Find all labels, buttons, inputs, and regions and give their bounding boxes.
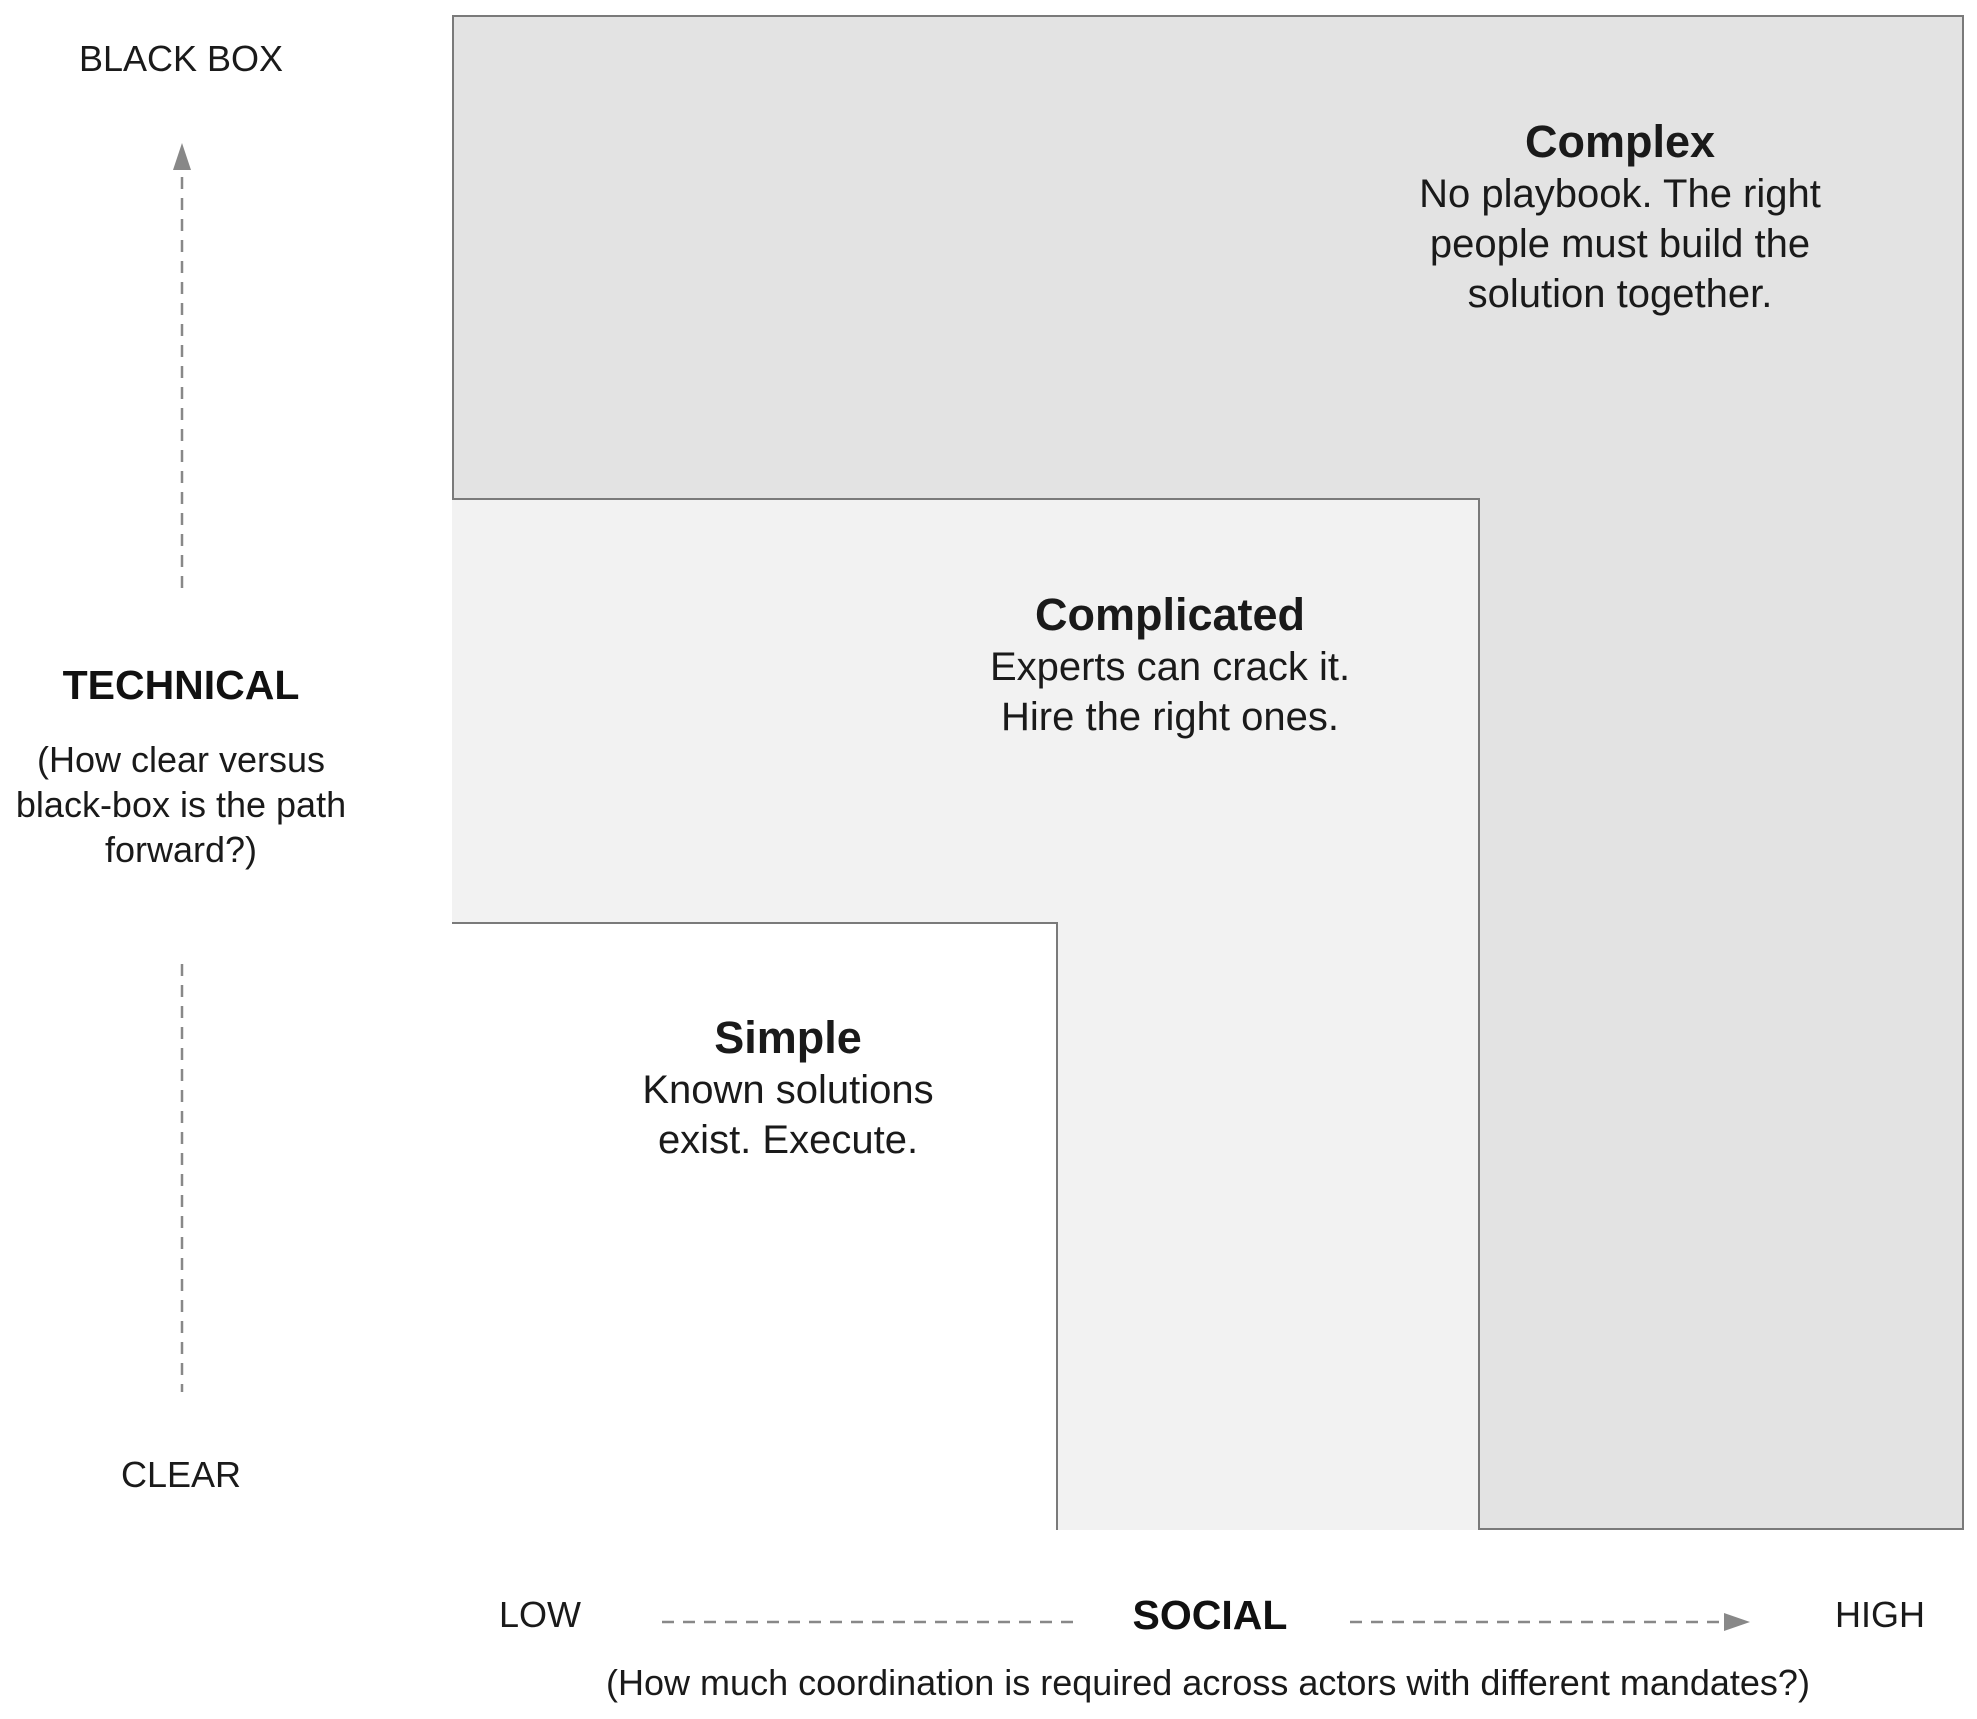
complex-title: Complex — [1524, 116, 1716, 167]
y-axis-arrow — [173, 143, 191, 1392]
x-axis-left-label: LOW — [498, 1594, 581, 1635]
simple-text: Simple Known solutions exist. Execute. — [608, 1011, 968, 1165]
y-axis-top-label: BLACK BOX — [78, 38, 284, 79]
y-axis-title: TECHNICAL — [62, 662, 300, 708]
complicated-title: Complicated — [1034, 589, 1306, 640]
x-axis-right-label: HIGH — [1835, 1594, 1925, 1635]
simple-region — [452, 922, 1058, 1530]
complicated-text: Complicated Experts can crack it. Hire t… — [960, 588, 1380, 742]
x-axis-question: (How much coordination is required acros… — [606, 1662, 1810, 1703]
complicated-description: Experts can crack it. Hire the right one… — [989, 645, 1351, 739]
simple-description: Known solutions exist. Execute. — [642, 1068, 934, 1162]
complex-text: Complex No playbook. The right people mu… — [1370, 115, 1870, 319]
y-axis-arrowhead — [173, 143, 191, 170]
y-axis-bottom-label: CLEAR — [120, 1454, 242, 1495]
simple-title: Simple — [714, 1012, 862, 1063]
x-axis-title: SOCIAL — [1132, 1592, 1288, 1638]
y-axis-question: (How clear versus black-box is the path … — [15, 739, 347, 870]
x-axis-arrow — [662, 1613, 1750, 1631]
complex-description: No playbook. The right people must build… — [1419, 172, 1821, 316]
x-axis-arrowhead — [1724, 1613, 1750, 1631]
